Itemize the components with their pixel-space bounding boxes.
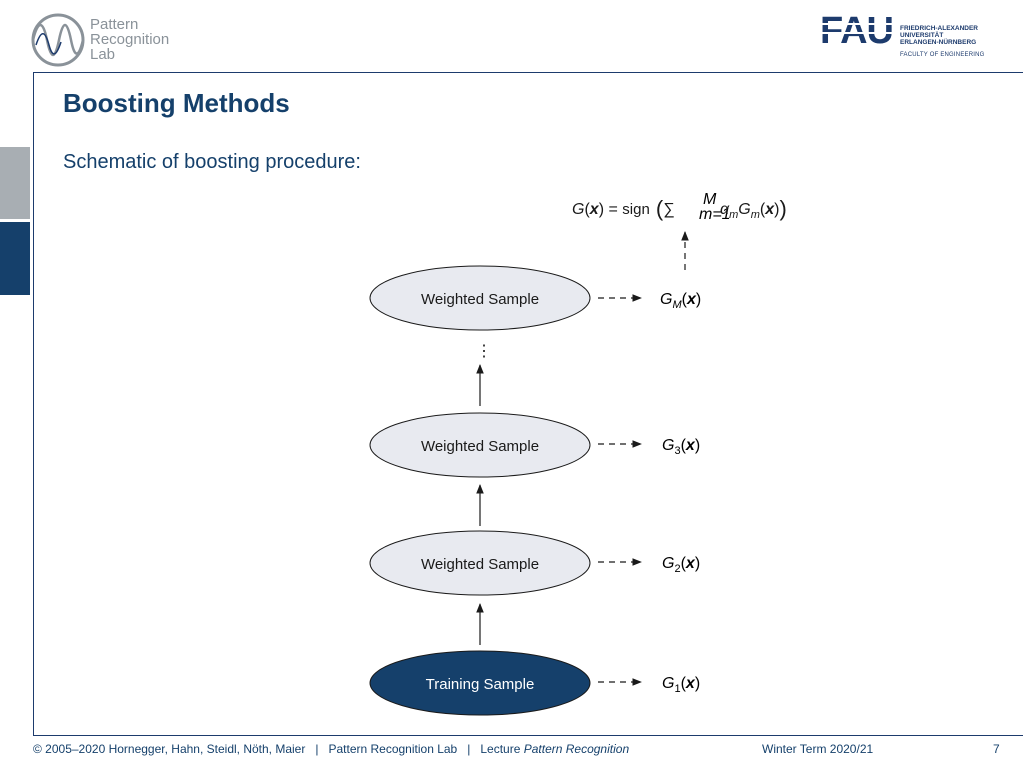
formula-sign: sign [622, 201, 650, 218]
footer-credits: © 2005–2020 Hornegger, Hahn, Steidl, Nöt… [33, 742, 629, 756]
sidebar-tab-previous[interactable] [0, 147, 30, 219]
fau-logo-letters: FAU [820, 13, 893, 47]
content-frame [33, 72, 1023, 736]
lab-logo-line2: Recognition [90, 31, 170, 48]
university-name-line2: UNIVERSITÄT [900, 32, 944, 39]
final-classifier-formula: G(x) = sign (∑ M m=1 αmGm(x)) [572, 191, 787, 223]
formula-alpha: α [720, 201, 730, 218]
footer-lab: Pattern Recognition Lab [328, 742, 458, 756]
lab-logo-icon [31, 13, 85, 67]
sidebar-tab-current[interactable] [0, 222, 30, 295]
node-2-label: Weighted Sample [421, 556, 539, 573]
formula-sum-upper: M [703, 191, 717, 208]
classifier-m: GM(x) [660, 291, 701, 311]
footer-separator: | [315, 742, 319, 756]
formula-alpha-sub: m [729, 209, 738, 221]
lab-logo-line3: Lab [90, 46, 116, 63]
header: Pattern Recognition Lab FAU FRIEDRICH-AL… [0, 0, 1024, 73]
faculty-name: FACULTY OF ENGINEERING [900, 52, 985, 58]
university-name-line3: ERLANGEN-NÜRNBERG [900, 39, 977, 46]
node-3-label: Weighted Sample [421, 438, 539, 455]
classifier-1-sub: 1 [674, 683, 680, 695]
formula-eq: = [608, 201, 617, 218]
classifier-3: G3(x) [662, 437, 700, 457]
footer-lecture-prefix: Lecture [480, 742, 524, 756]
formula-sum-lower: m=1 [699, 206, 731, 223]
university-name: FRIEDRICH-ALEXANDER UNIVERSITÄT ERLANGEN… [900, 25, 978, 46]
lab-logo-text: Pattern Recognition Lab [90, 17, 169, 62]
footer-term: Winter Term 2020/21 [762, 742, 874, 756]
university-logo[interactable]: FAU FRIEDRICH-ALEXANDER UNIVERSITÄT ERLA… [820, 13, 1000, 61]
classifier-m-sub: M [672, 299, 682, 311]
formula-g-sub: m [751, 209, 760, 221]
page-number: 7 [993, 742, 1000, 756]
weighted-sample-node-3[interactable]: Weighted Sample [369, 412, 591, 478]
weighted-sample-node-2[interactable]: Weighted Sample [369, 530, 591, 596]
page-title: Boosting Methods [63, 88, 290, 118]
formula-sum: ∑ [663, 201, 674, 218]
footer-copyright: © 2005–2020 Hornegger, Hahn, Steidl, Nöt… [33, 742, 306, 756]
classifier-1: G1(x) [662, 675, 700, 695]
svg-text:G(x) = sign (∑: G(x) = sign (∑ [572, 196, 675, 221]
lab-logo[interactable]: Pattern Recognition Lab [30, 10, 190, 70]
footer-lecture-name: Pattern Recognition [523, 742, 630, 756]
fau-logo-icon: FAU [820, 13, 896, 47]
svg-text:αmGm(x)): αmGm(x)) [720, 196, 787, 221]
footer-separator-2: | [467, 742, 471, 756]
training-sample-node[interactable]: Training Sample [369, 650, 591, 716]
formula-x2: x [764, 201, 775, 218]
formula-lhs: G [572, 201, 584, 218]
formula-x: x [589, 201, 600, 218]
slide-subtitle: Schematic of boosting procedure: [63, 151, 361, 173]
ellipsis: ⋮ [476, 343, 492, 360]
classifier-2-sub: 2 [674, 563, 680, 575]
lab-logo-line1: Pattern [90, 16, 139, 33]
classifier-2: G2(x) [662, 555, 700, 575]
classifier-3-sub: 3 [674, 445, 680, 457]
university-name-line1: FRIEDRICH-ALEXANDER [900, 25, 978, 32]
node-m-label: Weighted Sample [421, 291, 539, 308]
training-sample-label: Training Sample [426, 676, 535, 693]
formula-g: G [738, 201, 750, 218]
weighted-sample-node-m[interactable]: Weighted Sample [369, 265, 591, 331]
